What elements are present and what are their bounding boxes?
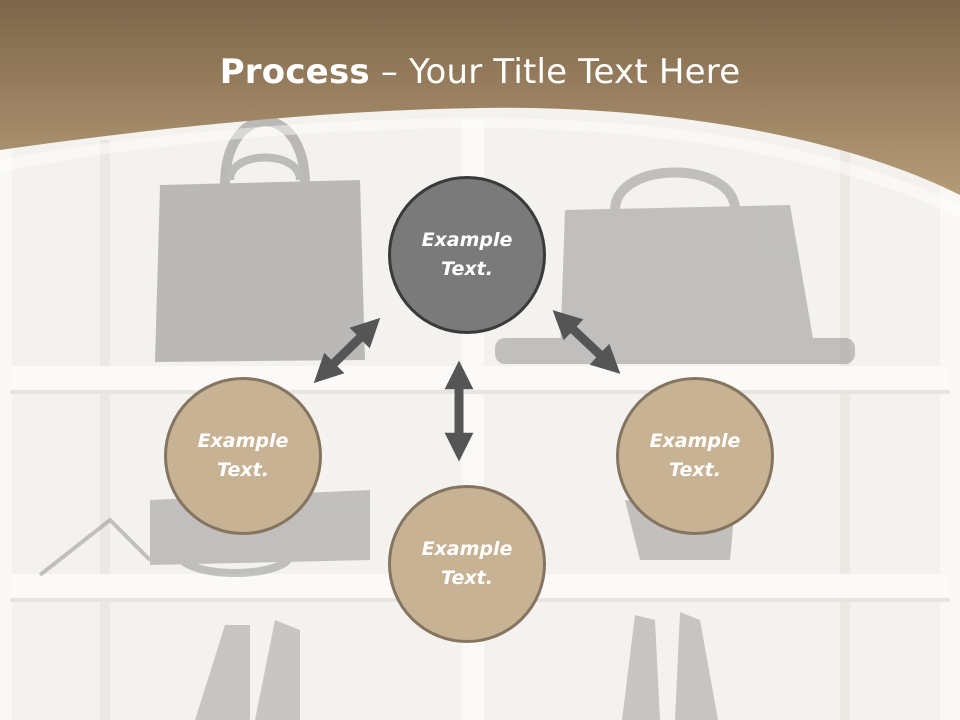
node-left[interactable]: Example Text. [164, 377, 322, 535]
node-bottom[interactable]: Example Text. [388, 485, 546, 643]
node-right-label: Example Text. [649, 430, 741, 481]
slide-title: Process – Your Title Text Here [0, 52, 960, 92]
node-center[interactable]: Example Text. [388, 176, 546, 334]
bag-left-graphic [155, 116, 365, 362]
node-bottom-label: Example Text. [421, 538, 513, 589]
arrow-center-right [552, 310, 621, 374]
arrow-center-left [313, 317, 381, 384]
slide-title-bold: Process [219, 52, 370, 92]
node-center-label: Example Text. [421, 229, 513, 280]
header-band [0, 0, 960, 195]
node-right[interactable]: Example Text. [616, 377, 774, 535]
node-left-label: Example Text. [197, 430, 289, 481]
shoes-graphic [195, 612, 718, 720]
slide-title-rest: – Your Title Text Here [369, 52, 741, 92]
